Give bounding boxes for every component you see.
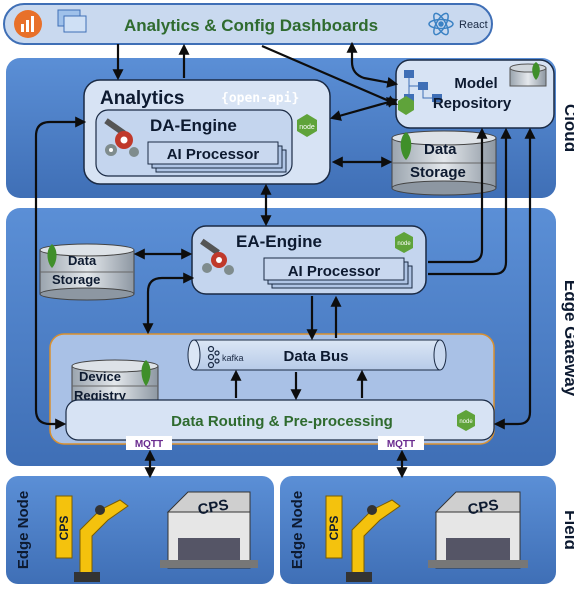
cps-machine-left: CPS <box>160 491 258 569</box>
cps-machine-label-left: CPS <box>197 497 230 519</box>
mqtt-label-right: MQTT <box>387 439 415 450</box>
dashboards-title: Analytics & Config Dashboards <box>124 16 378 35</box>
cloud-storage-line2: Storage <box>410 164 466 181</box>
dashboard-screens-icon <box>57 9 87 33</box>
data-bus: kafka Data Bus <box>187 339 447 371</box>
react-icon <box>428 12 454 36</box>
ai-processor-stack-da: AI Processor <box>147 141 287 173</box>
edge-storage-line2: Storage <box>52 272 100 287</box>
arrow-modelrepo-routing <box>493 127 536 430</box>
svg-text:node: node <box>397 241 411 247</box>
cps-robot-label-right: CPS <box>327 516 341 541</box>
arrow-dashboard-modelrepo-2 <box>261 44 399 106</box>
gears-icon <box>200 238 234 275</box>
cps-machine-right: CPS <box>428 491 528 569</box>
cps-robot-label-left: CPS <box>57 516 71 541</box>
mongodb-icon <box>400 132 412 160</box>
ai-processor-label-da: AI Processor <box>167 146 260 163</box>
cloud-storage-line1: Data <box>424 141 457 158</box>
mqtt-label-left: MQTT <box>135 439 163 450</box>
node-badge: node <box>297 114 317 137</box>
analytics-panel: Analytics {open-api} node DA-Engine AI P… <box>83 79 331 185</box>
ea-engine-label: EA-Engine <box>236 232 322 251</box>
edge-node-label-left: Edge Node <box>15 491 32 569</box>
model-repository-panel: Model Repository <box>395 59 555 129</box>
openapi-label: {open-api} <box>221 91 299 106</box>
data-bus-label: Data Bus <box>283 348 348 365</box>
mongodb-icon <box>47 244 57 268</box>
arrow-ea-modelrepo <box>428 127 488 264</box>
model-repo-line1: Model <box>454 75 497 92</box>
model-db-icon <box>509 62 547 87</box>
ai-processor-label-ea: AI Processor <box>288 263 381 280</box>
model-repo-line2: Repository <box>433 95 512 112</box>
svg-text:node: node <box>299 124 315 131</box>
mqtt-badge-left: MQTT <box>126 436 172 450</box>
field-label: Field <box>561 510 574 550</box>
node-badge: node <box>457 410 475 431</box>
robot-arm-left: CPS <box>55 495 129 582</box>
ai-processor-stack-ea: AI Processor <box>263 257 413 289</box>
dashboards-bar: Analytics & Config Dashboards React <box>3 3 493 45</box>
routing-label: Data Routing & Pre-processing <box>171 413 393 430</box>
edge-storage-line1: Data <box>68 253 97 268</box>
mqtt-badge-right: MQTT <box>378 436 424 450</box>
da-engine-label: DA-Engine <box>150 116 237 135</box>
gears-icon <box>104 118 139 157</box>
cps-machine-label-right: CPS <box>467 497 500 519</box>
react-label: React <box>459 19 488 31</box>
edge-node-label-right: Edge Node <box>289 491 306 569</box>
node-badge: node <box>395 232 413 253</box>
cloud-data-storage: Data Storage <box>391 130 497 196</box>
connector-arrows <box>34 41 536 479</box>
edge-data-storage: Data Storage <box>39 243 135 301</box>
arrow-ea-registry <box>142 272 195 335</box>
arrow-dashboard-modelrepo <box>346 41 399 88</box>
svg-text:node: node <box>459 419 473 425</box>
kafka-label: kafka <box>222 353 244 363</box>
device-registry-line1: Device <box>79 369 121 384</box>
mongodb-icon <box>141 360 151 386</box>
gateway-inner-panel: kafka Data Bus Device Registry Data Rout… <box>49 333 495 445</box>
node-badge <box>398 96 414 115</box>
analytics-title: Analytics <box>100 88 184 109</box>
arrow-analytics-modelrepo <box>329 97 399 121</box>
robot-arm-right: CPS <box>325 495 401 582</box>
ea-engine-panel: EA-Engine node AI Processor <box>191 225 427 295</box>
device-registry-line2: Registry <box>74 388 127 403</box>
cloud-label: Cloud <box>561 104 574 152</box>
kafka-icon <box>207 345 220 369</box>
arrow-analytics-routing <box>34 116 87 430</box>
edge-gateway-label: Edge Gateway <box>561 280 574 397</box>
